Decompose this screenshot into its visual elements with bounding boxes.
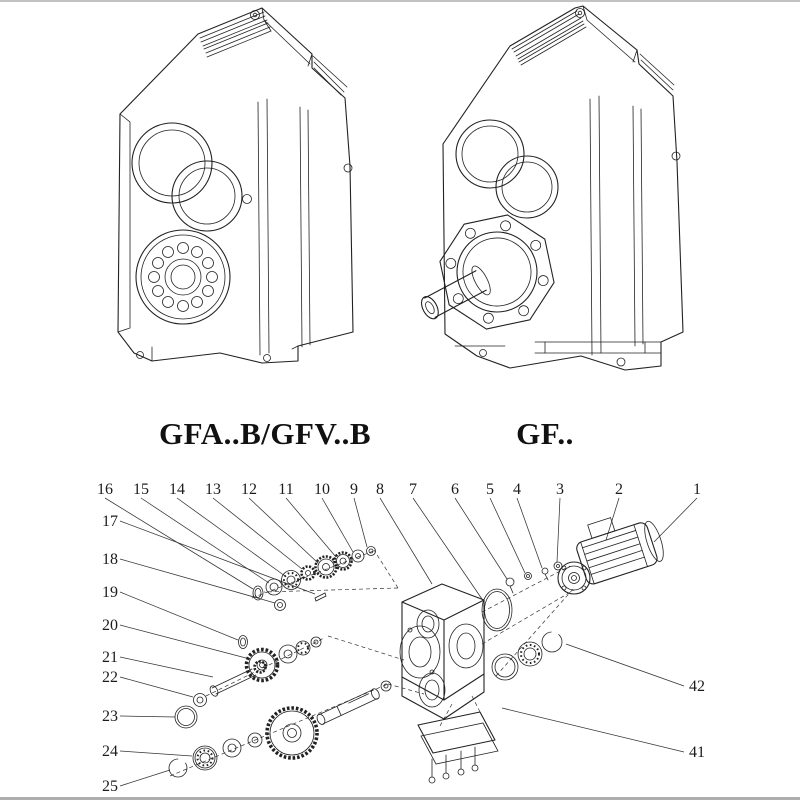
input-shaft-parts: [252, 546, 376, 611]
callout-7: 7: [409, 481, 417, 498]
output-side-rings: [491, 631, 563, 681]
gfab-gear-bores: [131, 122, 243, 232]
callout-25: 25: [102, 778, 118, 795]
motor: [557, 517, 664, 595]
gearbox-gfab-svg: [117, 7, 354, 364]
callout-22: 22: [102, 669, 118, 686]
callout-6: 6: [451, 481, 459, 498]
callout-12: 12: [241, 481, 257, 498]
callout-11: 11: [278, 481, 293, 498]
gf-bolt-details: [479, 151, 681, 367]
gfab-housing-outline: [117, 7, 354, 364]
callout-4: 4: [513, 481, 521, 498]
callout-1: 1: [693, 481, 701, 498]
intermediate-shaft-parts: [193, 635, 322, 707]
exploded-svg: 16 15 14 13 12 11 10 9 8 7 6 5 4 3 2 1 1…: [97, 481, 705, 795]
callout-numbers: 16 15 14 13 12 11 10 9 8 7 6 5 4 3 2 1 1…: [97, 481, 705, 795]
callout-8: 8: [376, 481, 384, 498]
callout-17: 17: [102, 513, 118, 530]
callout-13: 13: [205, 481, 221, 498]
gfab-output-bearing: [135, 229, 231, 325]
gf-output-flange: [439, 214, 555, 330]
page-edge-bottom: [0, 797, 800, 800]
page-edge-top: [0, 0, 800, 2]
gearbox-drawing-gfab: [100, 6, 370, 396]
callout-41: 41: [689, 744, 705, 761]
gf-output-shaft: [420, 265, 491, 320]
output-shaft-parts: [168, 680, 392, 778]
callout-21: 21: [102, 649, 118, 666]
callout-20: 20: [102, 617, 118, 634]
gasket-and-fasteners: [481, 561, 563, 632]
callout-18: 18: [102, 551, 118, 568]
callout-42: 42: [689, 678, 705, 695]
gf-housing-outline: [442, 5, 684, 371]
callout-14: 14: [169, 481, 185, 498]
callout-5: 5: [486, 481, 494, 498]
gear-housing: [399, 583, 485, 720]
gfab-bolt-details: [136, 163, 353, 362]
callout-23: 23: [102, 708, 118, 725]
gf-cooling-fins: [511, 10, 675, 94]
model-label-gf: GF..: [516, 416, 574, 451]
exploded-parts-diagram: 16 15 14 13 12 11 10 9 8 7 6 5 4 3 2 1 1…: [80, 462, 740, 800]
callout-24: 24: [102, 743, 118, 760]
gfab-eyebolt: [250, 10, 260, 20]
gearbox-gf-svg: [420, 5, 684, 371]
callout-10: 10: [314, 481, 330, 498]
gf-eyebolt: [575, 8, 585, 18]
callout-leader-lines: [104, 497, 698, 787]
callout-3: 3: [556, 481, 564, 498]
cover-plate-and-bolts: [417, 711, 499, 784]
model-label-gfab: GFA..B/GFV..B: [158, 416, 372, 451]
gf-gear-bores: [455, 119, 559, 219]
callout-9: 9: [350, 481, 358, 498]
callout-19: 19: [102, 584, 118, 601]
callout-16: 16: [97, 481, 113, 498]
gearbox-drawing-gf: [415, 4, 710, 394]
callout-15: 15: [133, 481, 149, 498]
callout-2: 2: [615, 481, 623, 498]
